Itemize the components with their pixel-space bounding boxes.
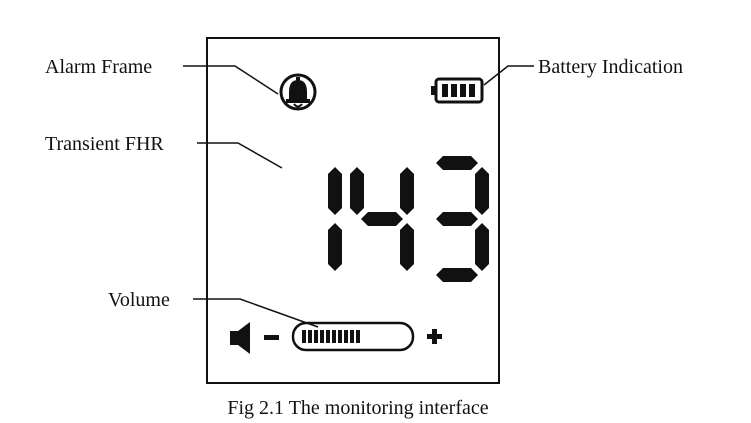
volume-bar-tick xyxy=(302,330,306,343)
volume-bar-tick xyxy=(344,330,348,343)
volume-bar-tick xyxy=(350,330,354,343)
leader-battery-indication xyxy=(483,65,534,86)
fhr-segment-b xyxy=(328,167,342,215)
fhr-segment-g xyxy=(361,212,403,226)
volume-control xyxy=(230,321,442,354)
battery-bar xyxy=(469,84,475,97)
fhr-segment-g xyxy=(436,212,478,226)
volume-bar-tick xyxy=(356,330,360,343)
battery-level-bars xyxy=(442,84,475,97)
fhr-segment-d xyxy=(436,268,478,282)
volume-bar-tick xyxy=(326,330,330,343)
lcd-screen-frame xyxy=(206,37,500,384)
volume-bar-tick xyxy=(338,330,342,343)
volume-bar-frame xyxy=(291,321,415,352)
battery-bar xyxy=(451,84,457,97)
fhr-segment-b xyxy=(475,167,489,215)
fhr-segment-c xyxy=(475,223,489,271)
fhr-digit xyxy=(350,167,414,271)
label-alarm-frame: Alarm Frame xyxy=(45,56,152,78)
volume-bar-tick xyxy=(314,330,318,343)
label-battery-indication: Battery Indication xyxy=(538,56,683,78)
label-volume: Volume xyxy=(108,289,170,311)
volume-plus-icon xyxy=(427,329,442,344)
speaker-icon xyxy=(230,322,250,354)
fhr-segment-a xyxy=(436,156,478,170)
fhr-digit xyxy=(328,167,342,271)
battery-icon xyxy=(431,77,484,104)
fhr-segment-f xyxy=(350,167,364,215)
leader-volume xyxy=(193,298,319,328)
volume-bar-tick xyxy=(308,330,312,343)
fhr-segment-c xyxy=(400,223,414,271)
battery-bar xyxy=(460,84,466,97)
volume-bar-tick xyxy=(320,330,324,343)
alarm-bell-icon xyxy=(279,73,317,111)
volume-minus-icon xyxy=(264,335,279,340)
volume-bar-tick xyxy=(332,330,336,343)
transient-fhr-readout xyxy=(328,156,489,282)
volume-level-fill xyxy=(302,330,360,343)
label-transient-fhr: Transient FHR xyxy=(45,133,164,155)
leader-transient-fhr xyxy=(197,142,283,169)
fhr-segment-c xyxy=(328,223,342,271)
fhr-segment-b xyxy=(400,167,414,215)
figure-caption: Fig 2.1 The monitoring interface xyxy=(227,397,488,419)
fhr-digit xyxy=(436,156,489,282)
leader-alarm-frame xyxy=(183,65,279,95)
battery-bar xyxy=(442,84,448,97)
